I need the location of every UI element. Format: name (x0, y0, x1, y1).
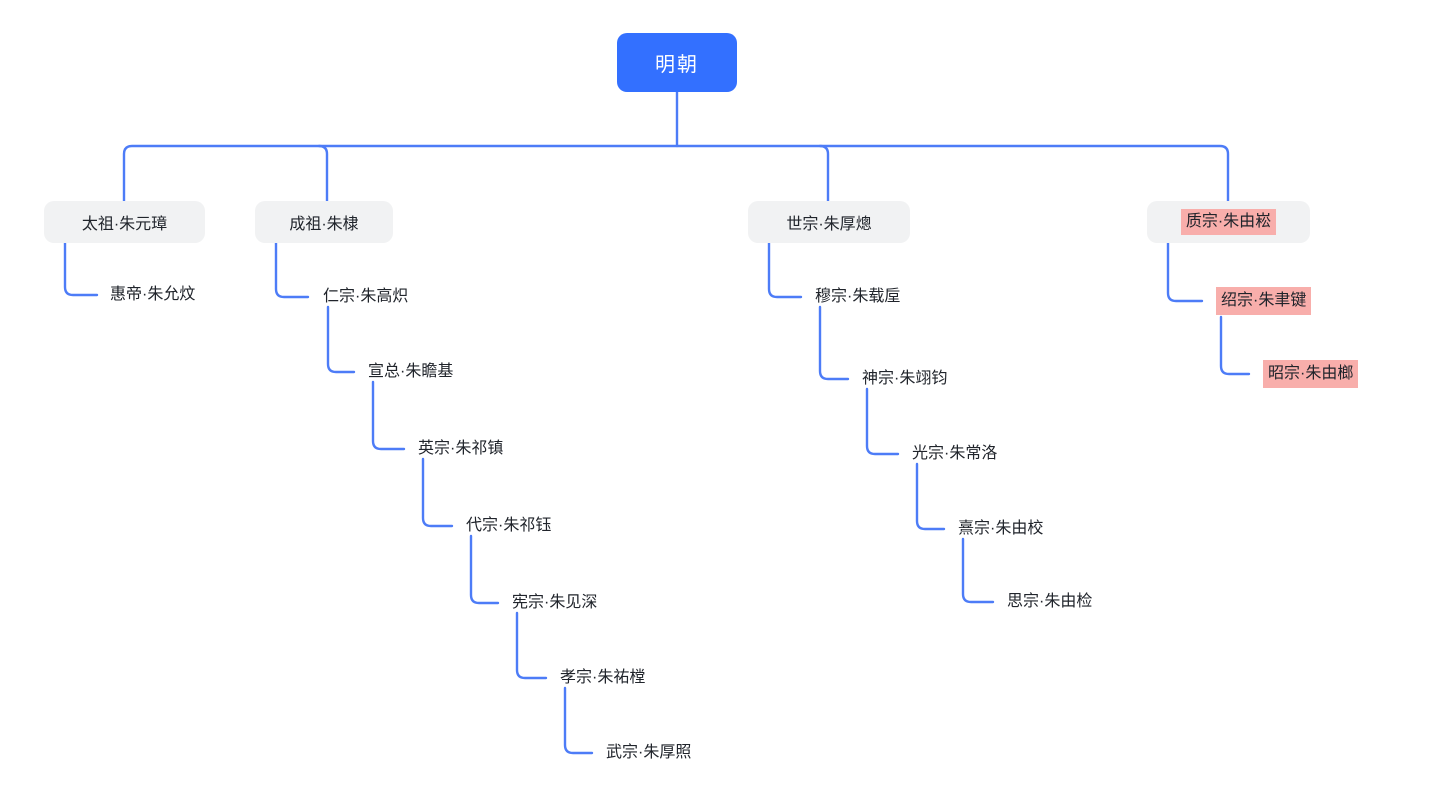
emperor-node-label: 穆宗·朱载垕 (815, 288, 901, 305)
emperor-node-renzong[interactable]: 仁宗·朱高炽 (323, 287, 408, 307)
emperor-node-label: 神宗·朱翊钧 (862, 370, 948, 387)
connector (371, 380, 406, 451)
emperor-node-label: 光宗·朱常洛 (912, 445, 998, 462)
branch-node-shizong[interactable]: 世宗·朱厚熜 (748, 201, 910, 243)
emperor-node-label: 绍宗·朱聿键 (1221, 292, 1307, 309)
emperor-node-xizong[interactable]: 熹宗·朱由校 (958, 519, 1043, 539)
root-node-ming-dynasty[interactable]: 明朝 (617, 33, 737, 92)
branch-node-label: 太祖·朱元璋 (81, 216, 168, 233)
emperor-node-shenzong[interactable]: 神宗·朱翊钧 (862, 369, 947, 389)
emperor-node-huidi[interactable]: 惠帝·朱允炆 (110, 285, 195, 305)
emperor-node-muzong[interactable]: 穆宗·朱载垕 (815, 287, 900, 307)
connector (326, 305, 356, 374)
connector-drop-shizong (818, 144, 830, 203)
emperor-node-wuzong[interactable]: 武宗·朱厚照 (606, 743, 691, 763)
emperor-node-shaozong[interactable]: 绍宗·朱聿键 (1216, 287, 1312, 315)
emperor-node-label: 昭宗·朱由榔 (1268, 365, 1354, 382)
connector (961, 537, 995, 604)
emperor-node-xianzong[interactable]: 宪宗·朱见深 (512, 593, 597, 613)
emperor-node-xiaozong[interactable]: 孝宗·朱祐樘 (560, 668, 645, 688)
branch-node-label-highlighted: 质宗·朱由崧 (1180, 209, 1277, 235)
emperor-node-sizong[interactable]: 思宗·朱由检 (1007, 592, 1092, 612)
branch-node-label: 世宗·朱厚熜 (786, 216, 872, 233)
emperor-node-yingzong[interactable]: 英宗·朱祁镇 (418, 439, 503, 459)
connector-drop-chengzu (317, 144, 329, 203)
emperor-node-label: 思宗·朱由检 (1007, 593, 1093, 610)
branch-node-zhizong[interactable]: 质宗·朱由崧 (1147, 201, 1310, 243)
emperor-node-guangzong[interactable]: 光宗·朱常洛 (912, 444, 997, 464)
connector (1166, 241, 1204, 303)
connector (515, 611, 548, 680)
connector (767, 241, 803, 299)
connector (274, 241, 310, 299)
branch-node-taizu[interactable]: 太祖·朱元璋 (44, 201, 205, 243)
emperor-node-label: 熹宗·朱由校 (958, 520, 1044, 537)
connector (421, 457, 454, 528)
connector (818, 305, 850, 381)
connector (469, 534, 500, 605)
branch-node-chengzu[interactable]: 成祖·朱棣 (255, 201, 393, 243)
emperor-node-label: 武宗·朱厚照 (606, 744, 692, 761)
emperor-node-daizong[interactable]: 代宗·朱祁钰 (466, 516, 551, 536)
emperor-node-label: 宣总·朱瞻基 (368, 363, 454, 380)
emperor-node-zhaozong[interactable]: 昭宗·朱由榔 (1263, 360, 1359, 388)
branch-node-label: 成祖·朱棣 (289, 216, 359, 233)
emperor-node-label: 仁宗·朱高炽 (323, 288, 409, 305)
emperor-node-label: 英宗·朱祁镇 (418, 440, 504, 457)
connector-top-rail (122, 144, 1230, 203)
root-node-label: 明朝 (655, 54, 699, 76)
connector (915, 462, 946, 531)
emperor-node-label: 代宗·朱祁钰 (466, 517, 552, 534)
emperor-node-label: 惠帝·朱允炆 (110, 286, 196, 303)
connector (563, 686, 594, 755)
connector (63, 241, 99, 297)
emperor-node-label: 孝宗·朱祐樘 (560, 669, 646, 686)
connector (865, 387, 900, 456)
connector (1219, 315, 1251, 376)
emperor-node-label: 宪宗·朱见深 (512, 594, 598, 611)
emperor-node-xuanzong[interactable]: 宣总·朱瞻基 (368, 362, 453, 382)
